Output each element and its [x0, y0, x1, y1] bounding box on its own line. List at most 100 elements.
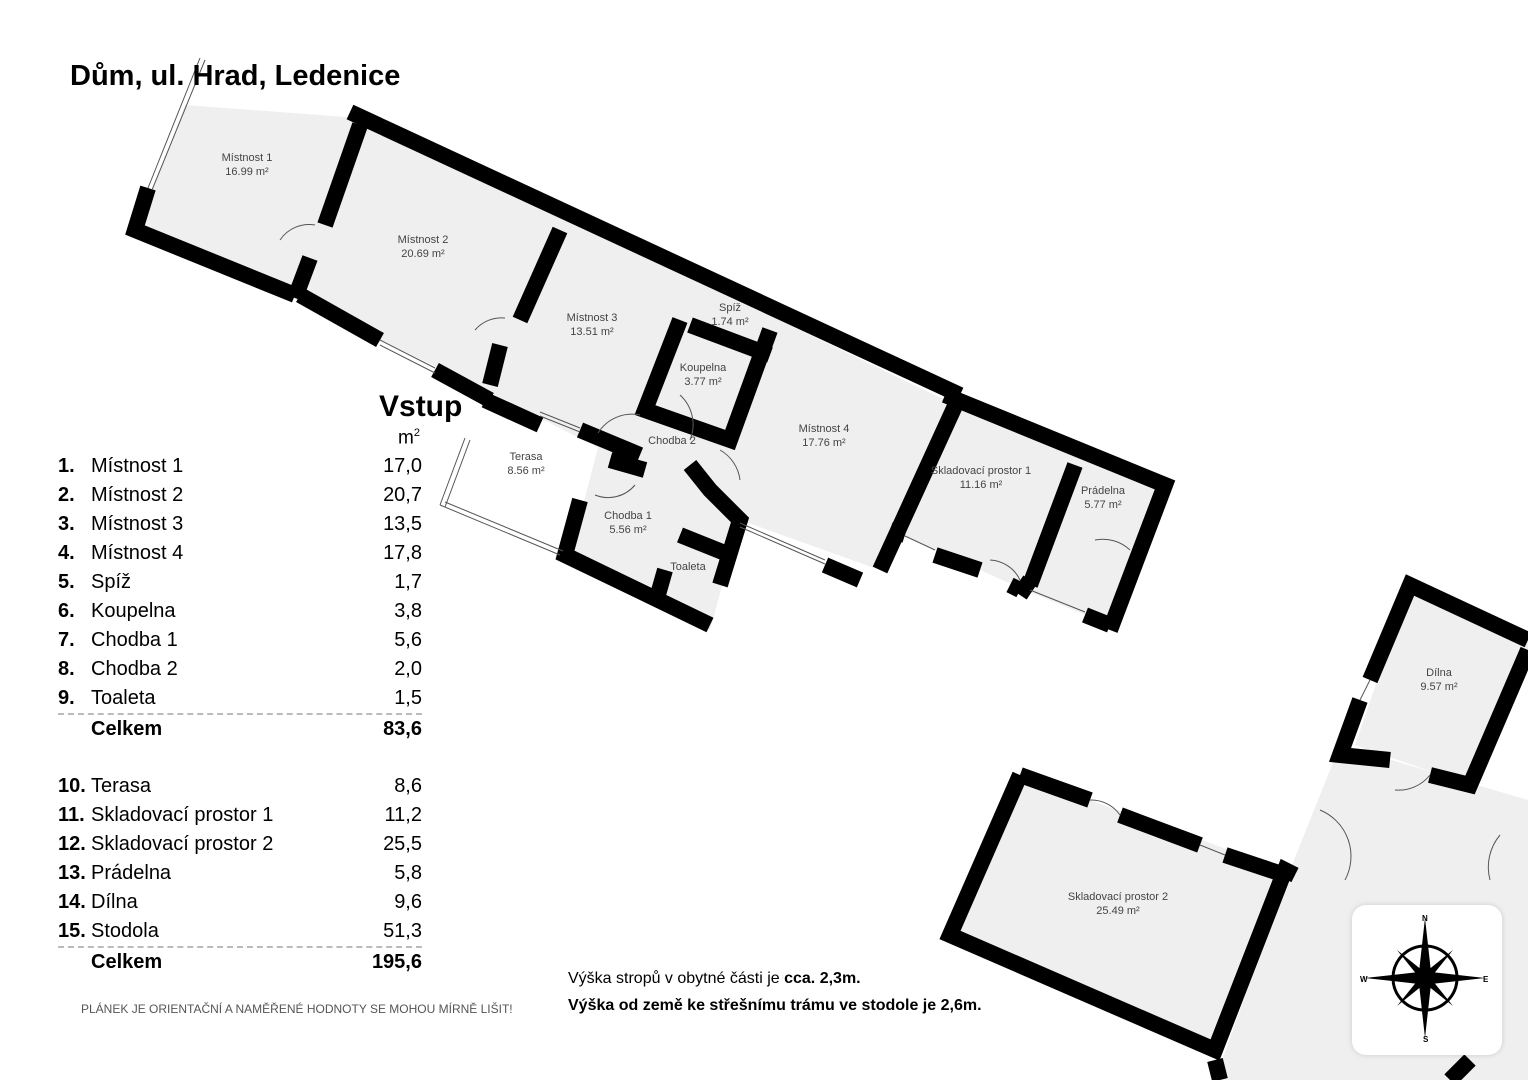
row-number: 5. [58, 571, 75, 593]
room-area: 17,0 [383, 455, 422, 477]
room-name: Skladovací prostor 1 [91, 804, 274, 826]
barn-height-note: Výška od země ke střešnímu trámu ve stod… [568, 997, 982, 1014]
room-labels: Místnost 1 16.99 m² Místnost 2 20.69 m² … [222, 152, 1458, 917]
room-label: Chodba 2 [648, 435, 696, 447]
room-label: Chodba 1 [604, 510, 652, 522]
room-name: Skladovací prostor 2 [91, 833, 274, 855]
compass-rose-icon [1365, 918, 1485, 1038]
room-label: Terasa [509, 451, 543, 463]
room-label: Toaleta [670, 561, 706, 573]
room-name: Dílna [91, 891, 138, 913]
room-name: Místnost 3 [91, 513, 184, 535]
ceiling-height-note: Výška stropů v obytné části je cca. 2,3m… [568, 970, 861, 988]
room-area: 5,6 [394, 629, 422, 651]
room-row: 9. Toaleta 1,5 [58, 684, 422, 713]
page-title: Dům, ul. Hrad, Ledenice [70, 60, 401, 92]
room-name: Místnost 1 [91, 455, 184, 477]
windows [147, 57, 1501, 881]
row-number: 6. [58, 600, 75, 622]
room-area: 13.51 m² [570, 326, 614, 338]
room-area: 1,7 [394, 571, 422, 593]
room-area: 13,5 [383, 513, 422, 535]
room-label: Místnost 3 [567, 312, 618, 324]
row-number: 10. [58, 775, 86, 797]
row-number: 11. [58, 804, 85, 826]
room-row: 3. Místnost 3 13,5 [58, 510, 422, 539]
unit: m [398, 427, 414, 449]
room-row: 2. Místnost 2 20,7 [58, 481, 422, 510]
room-row: 8. Chodba 2 2,0 [58, 655, 422, 684]
room-name: Toaleta [91, 687, 156, 709]
row-number: 15. [58, 920, 86, 942]
room-row: 11. Skladovací prostor 1 11,2 [58, 801, 422, 830]
walls [125, 104, 1528, 1080]
compass-west: W [1360, 975, 1368, 984]
room-area: 2,0 [394, 658, 422, 680]
room-area: 17.76 m² [802, 437, 846, 449]
row-number: 7. [58, 629, 75, 651]
room-row: 12.Skladovací prostor 2 25,5 [58, 830, 422, 859]
total-label: Celkem [91, 718, 163, 740]
room-area: 1,5 [394, 687, 422, 709]
compass-north: N [1422, 914, 1428, 923]
room-area: 20,7 [383, 484, 422, 506]
room-label: Skladovací prostor 1 [931, 465, 1031, 477]
room-area: 5,8 [394, 862, 422, 884]
room-row: 4. Místnost 4 17,8 [58, 539, 422, 568]
room-row: 7. Chodba 1 5,6 [58, 626, 422, 655]
room-area: 9.57 m² [1420, 681, 1458, 693]
room-area: 11,2 [384, 804, 422, 826]
room-area: 9,6 [394, 891, 422, 913]
room-area: 1.74 m² [711, 316, 749, 328]
room-name: Stodola [91, 920, 159, 942]
compass-east: E [1483, 975, 1489, 984]
total-value: 195,6 [371, 951, 422, 973]
room-label: Místnost 2 [398, 234, 449, 246]
entrance-label: Vstup [379, 390, 463, 423]
room-label: Místnost 4 [799, 423, 850, 435]
note-bold: cca. 2,3m. [784, 970, 861, 987]
unit-sup: 2 [413, 427, 420, 439]
compass-south: S [1423, 1035, 1429, 1044]
row-number: 2. [58, 484, 75, 506]
note-text: Výška stropů v obytné části je [568, 970, 785, 987]
row-number: 9. [58, 687, 75, 709]
unit-header: m2 [398, 427, 420, 449]
row-number: 13. [58, 862, 86, 884]
room-name: Chodba 1 [91, 629, 178, 651]
room-name: Spíž [91, 571, 132, 593]
room-area: 16.99 m² [225, 166, 269, 178]
room-area: 17,8 [383, 542, 422, 564]
row-number: 1. [58, 455, 75, 477]
room-area: 3,8 [394, 600, 422, 622]
room-label: Spíž [719, 302, 741, 314]
room-area: 11.16 m² [960, 479, 1003, 491]
room-area: 25,5 [383, 833, 422, 855]
row-number: 3. [58, 513, 75, 535]
room-name: Chodba 2 [91, 658, 178, 680]
row-number: 4. [58, 542, 75, 564]
room-row: 14.Dílna 9,6 [58, 888, 422, 917]
room-row: 6. Koupelna 3,8 [58, 597, 422, 626]
disclaimer: PLÁNEK JE ORIENTAČNÍ A NAMĚŘENÉ HODNOTY … [81, 1002, 513, 1016]
row-number: 14. [58, 891, 86, 913]
total-value: 83,6 [383, 718, 422, 740]
room-row: 5. Spíž 1,7 [58, 568, 422, 597]
room-row: 1. Místnost 1 17,0 [58, 452, 422, 481]
room-name: Koupelna [91, 600, 176, 622]
room-area: 5.77 m² [1084, 499, 1122, 511]
room-name: Místnost 4 [91, 542, 184, 564]
row-number: 8. [58, 658, 75, 680]
room-area: 8.56 m² [507, 465, 545, 477]
room-name: Místnost 2 [91, 484, 184, 506]
room-label: Dílna [1426, 667, 1453, 679]
room-area: 25.49 m² [1096, 905, 1140, 917]
room-area: 20.69 m² [401, 248, 445, 260]
compass: N E S W [1352, 905, 1502, 1055]
total-row: Celkem 83,6 [58, 713, 422, 744]
row-number: 12. [58, 833, 86, 855]
